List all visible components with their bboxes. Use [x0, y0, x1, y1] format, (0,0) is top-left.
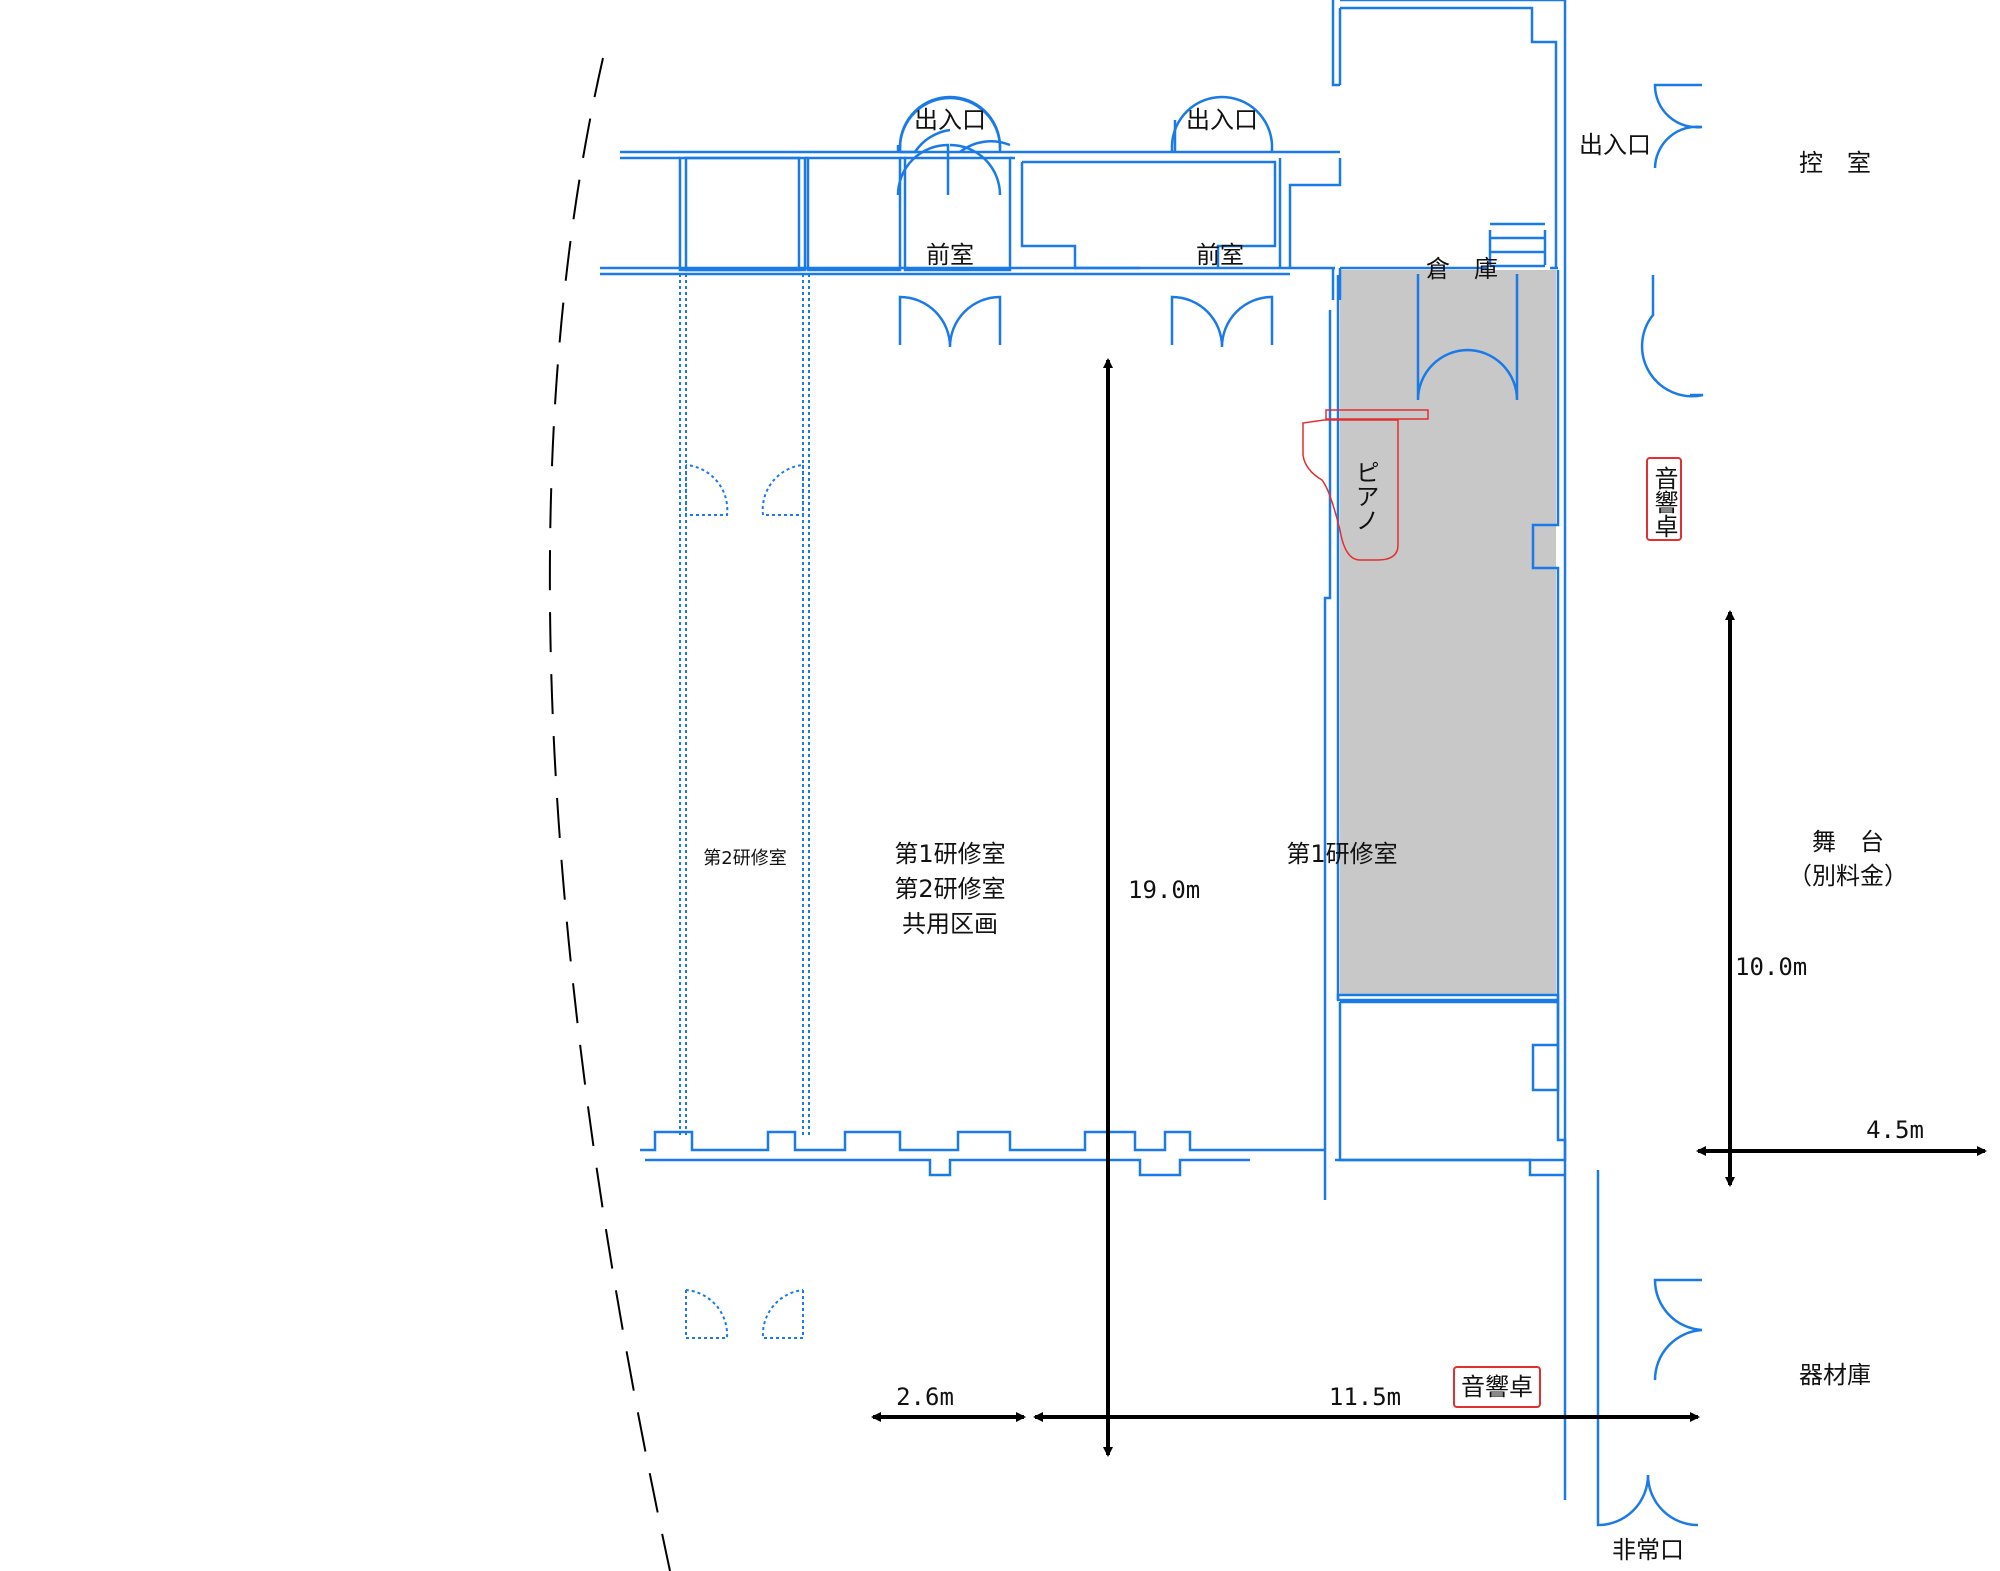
door-arc-8: [1596, 1170, 1699, 1527]
sound-desk-stage[interactable]: 音響卓: [1646, 457, 1682, 541]
piano[interactable]: [1302, 409, 1429, 561]
length-dimension: 19.0m: [1128, 876, 1200, 904]
door-arc-2: [1170, 95, 1274, 152]
equipment-storage-label: 器材庫: [1799, 1361, 1871, 1389]
waiting-room-label: 控 室: [1799, 149, 1871, 177]
anteroom-label-2: 前室: [1196, 241, 1244, 269]
door-arc-1: [898, 295, 1002, 348]
entrance-label-2: 出入口: [1186, 106, 1258, 134]
room1-label: 第1研修室: [1286, 840, 1397, 868]
entrance-label-3: 出入口: [1579, 131, 1651, 159]
door-arc-6: [1653, 83, 1703, 169]
storage-label: 倉 庫: [1426, 255, 1498, 283]
sound-desk-stage-label: 音響卓: [1650, 466, 1678, 538]
entrance-label-1: 出入口: [914, 106, 986, 134]
door-arc-4: [1416, 274, 1519, 401]
sound-desk-floor-label: 音響卓: [1461, 1373, 1533, 1401]
sound-desk-floor[interactable]: 音響卓: [1453, 1366, 1541, 1408]
door-arc-5: [1640, 275, 1704, 398]
doors[interactable]: [896, 120, 1177, 196]
shared-label-line2: 第2研修室: [894, 875, 1005, 903]
room2-label: 第2研修室: [703, 848, 786, 869]
shared-label-line1: 第1研修室: [894, 840, 1005, 868]
shared-label-line3: 共用区画: [902, 910, 998, 938]
anteroom-label-1: 前室: [926, 241, 974, 269]
walls: [600, 0, 1567, 1500]
stage-width-dimension: 4.5m: [1866, 1116, 1924, 1144]
stage-label: 舞 台: [1812, 828, 1884, 856]
shared-width-dimension: 2.6m: [896, 1383, 954, 1411]
shared-section-partition: [679, 274, 810, 1135]
room2-boundary: [548, 57, 671, 1571]
dimension-arrows: [871, 358, 1987, 1457]
folding-doors: [685, 464, 804, 1339]
piano-label: ピアノ: [1351, 460, 1379, 532]
stage-length-dimension: 10.0m: [1735, 953, 1807, 981]
door-swing-arcs: [898, 83, 1704, 1527]
door-arc-0: [898, 95, 1002, 152]
emergency-exit-label: 非常口: [1612, 1536, 1684, 1564]
door-set: [896, 145, 900, 152]
door-arc-7: [1653, 1278, 1703, 1381]
room-width-dimension: 11.5m: [1329, 1383, 1401, 1411]
stage-area[interactable]: [1340, 270, 1556, 995]
stage-note: （別料金）: [1788, 862, 1908, 890]
door-arc-3: [1170, 295, 1274, 348]
